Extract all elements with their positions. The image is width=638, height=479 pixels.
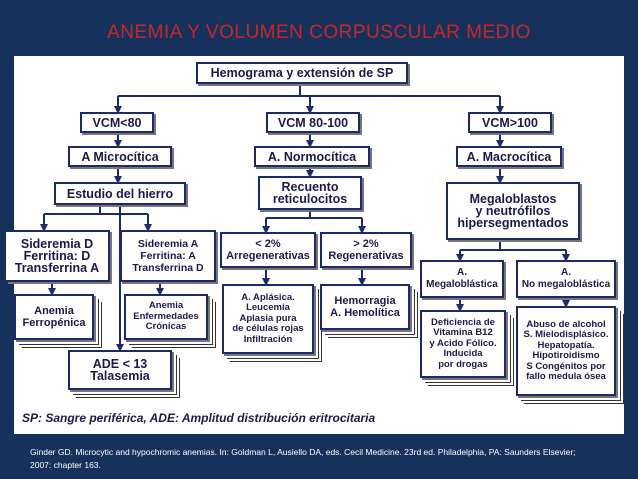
megalo-causes-node: Deficiencia de Vitamina B12 y Acido Fóli… (420, 310, 506, 378)
cronica-lab-line: Transferrina D (132, 262, 204, 274)
megalo-cause-line: Inducida (443, 348, 483, 360)
arreg-causes-node: A. Aplásica. Leucemia Aplasia pura de cé… (222, 284, 314, 354)
ferropenica-lab-line: Sideremia D (20, 237, 94, 251)
recuento-line: Recuento (281, 180, 339, 194)
arreg-cause-line: de células rojas (232, 323, 304, 335)
arreg-cause-line: Leucemia (246, 302, 290, 314)
ferropenica-lab-line: Ferritina: D (23, 249, 91, 263)
abbreviation-legend: SP: Sangre periférica, ADE: Amplitud dis… (22, 411, 376, 425)
ferropenica-line: Anemia (34, 305, 74, 317)
nomegalo-cause-line: Hepatopatía. (537, 339, 595, 351)
arreg-cause-line: A. Aplásica. (241, 291, 295, 303)
recuento-line: reticulocitos (272, 192, 348, 206)
nomegalo-cause-line: S. Mielodisplásico. (523, 329, 609, 340)
reg-causes-node: Hemorragia A. Hemolítica (320, 284, 410, 330)
reg-cause-line: Hemorragia (334, 295, 396, 307)
macrocitica-node: A. Macrocítica (456, 146, 562, 167)
vcm-high-node: VCM>100 (468, 112, 552, 133)
megalo-cause-line: y Acido Fólico. (429, 337, 497, 349)
macrocitica-label: A. Macrocítica (466, 149, 552, 164)
estudio-hierro-node: Estudio del hierro (54, 182, 186, 205)
arregenerativas-node: < 2% Arregenerativas (220, 232, 316, 268)
microcitica-label: A Microcítica (81, 149, 159, 164)
nomegalo-causes-node: Abuso de alcohol S. Mielodisplásico. Hep… (516, 306, 616, 396)
arreg-cause-line: Aplasia pura (239, 312, 297, 324)
nomegalo-cause-line: fallo medula ósea (526, 371, 606, 382)
vcm-low-node: VCM<80 (80, 112, 154, 133)
cronica-lab-line: Sideremia A (137, 238, 199, 250)
no-megaloblastica-line: A. (561, 267, 571, 278)
normocitica-node: A. Normocítica (254, 146, 370, 167)
megalo-cause-line: Deficiencia de (431, 316, 495, 328)
regenerativas-node: > 2% Regenerativas (320, 232, 412, 268)
recuento-node: Recuento reticulocitos (258, 176, 362, 210)
megaloblastos-line: y neutrófilos (475, 204, 551, 218)
regenerativas-line: > 2% (353, 238, 379, 250)
vcm-mid-label: VCM 80-100 (277, 115, 349, 130)
cronica-lab-line: Ferritina: A (140, 250, 196, 262)
megaloblastica-node: A. Megaloblástica (420, 260, 504, 298)
vcm-high-label: VCM>100 (482, 115, 538, 130)
arregenerativas-line: < 2% (255, 238, 281, 250)
arregenerativas-line: Arregenerativas (226, 250, 310, 262)
megaloblastica-line: Megaloblástica (426, 279, 498, 290)
ade-line: Talasemia (90, 369, 150, 383)
ferropenica-lab-line: Transferrina A (14, 261, 100, 275)
arreg-cause-line: Infiltración (243, 333, 293, 345)
citation-line: 2007: chapter 163. (30, 460, 101, 470)
slide-title: ANEMIA Y VOLUMEN CORPUSCULAR MEDIO (107, 22, 531, 43)
estudio-hierro-label: Estudio del hierro (66, 186, 174, 201)
no-megaloblastica-node: A. No megaloblástica (516, 260, 616, 298)
cronicas-line: Enfermedades (133, 310, 199, 322)
megaloblastos-line: Megaloblastos (469, 192, 557, 206)
nomegalo-cause-line: Hipotiroidismo (532, 350, 600, 361)
megaloblastos-node: Megaloblastos y neutrófilos hipersegment… (446, 182, 580, 240)
root-node: Hemograma y extensión de SP (196, 62, 408, 84)
no-megaloblastica-line: No megaloblástica (521, 279, 611, 290)
cronicas-node: Anemia Enfermedades Crónicas (124, 294, 208, 340)
citation-line: Ginder GD. Microcytic and hypochromic an… (30, 447, 576, 457)
microcitica-node: A Microcítica (68, 146, 172, 167)
megaloblastica-line: A. (457, 267, 467, 278)
vcm-mid-node: VCM 80-100 (266, 112, 360, 133)
ferropenica-node: Anemia Ferropénica (14, 294, 94, 340)
normocitica-label: A. Normocítica (267, 149, 357, 164)
reg-cause-line: A. Hemolítica (330, 307, 400, 319)
ferropenica-line: Ferropénica (22, 317, 86, 329)
megaloblastos-line: hipersegmentados (457, 216, 569, 230)
citation-footer: Ginder GD. Microcytic and hypochromic an… (30, 446, 630, 472)
ferropenica-lab-node: Sideremia D Ferritina: D Transferrina A (6, 230, 110, 282)
vcm-low-label: VCM<80 (92, 115, 142, 130)
megalo-cause-line: por drogas (438, 358, 488, 370)
ade-line: ADE < 13 (92, 357, 148, 371)
cronicas-line: Anemia (148, 300, 184, 312)
nomegalo-cause-line: Abuso de alcohol (526, 318, 606, 330)
regenerativas-line: Regenerativas (328, 250, 404, 262)
megalo-cause-line: Vitamina B12 (433, 327, 493, 339)
nomegalo-cause-line: S Congénitos por (526, 360, 606, 372)
ade-node: ADE < 13 Talasemia (68, 350, 172, 390)
cronicas-line: Crónicas (145, 321, 187, 333)
cronica-lab-node: Sideremia A Ferritina: A Transferrina D (120, 230, 216, 282)
root-node-label: Hemograma y extensión de SP (210, 66, 394, 80)
